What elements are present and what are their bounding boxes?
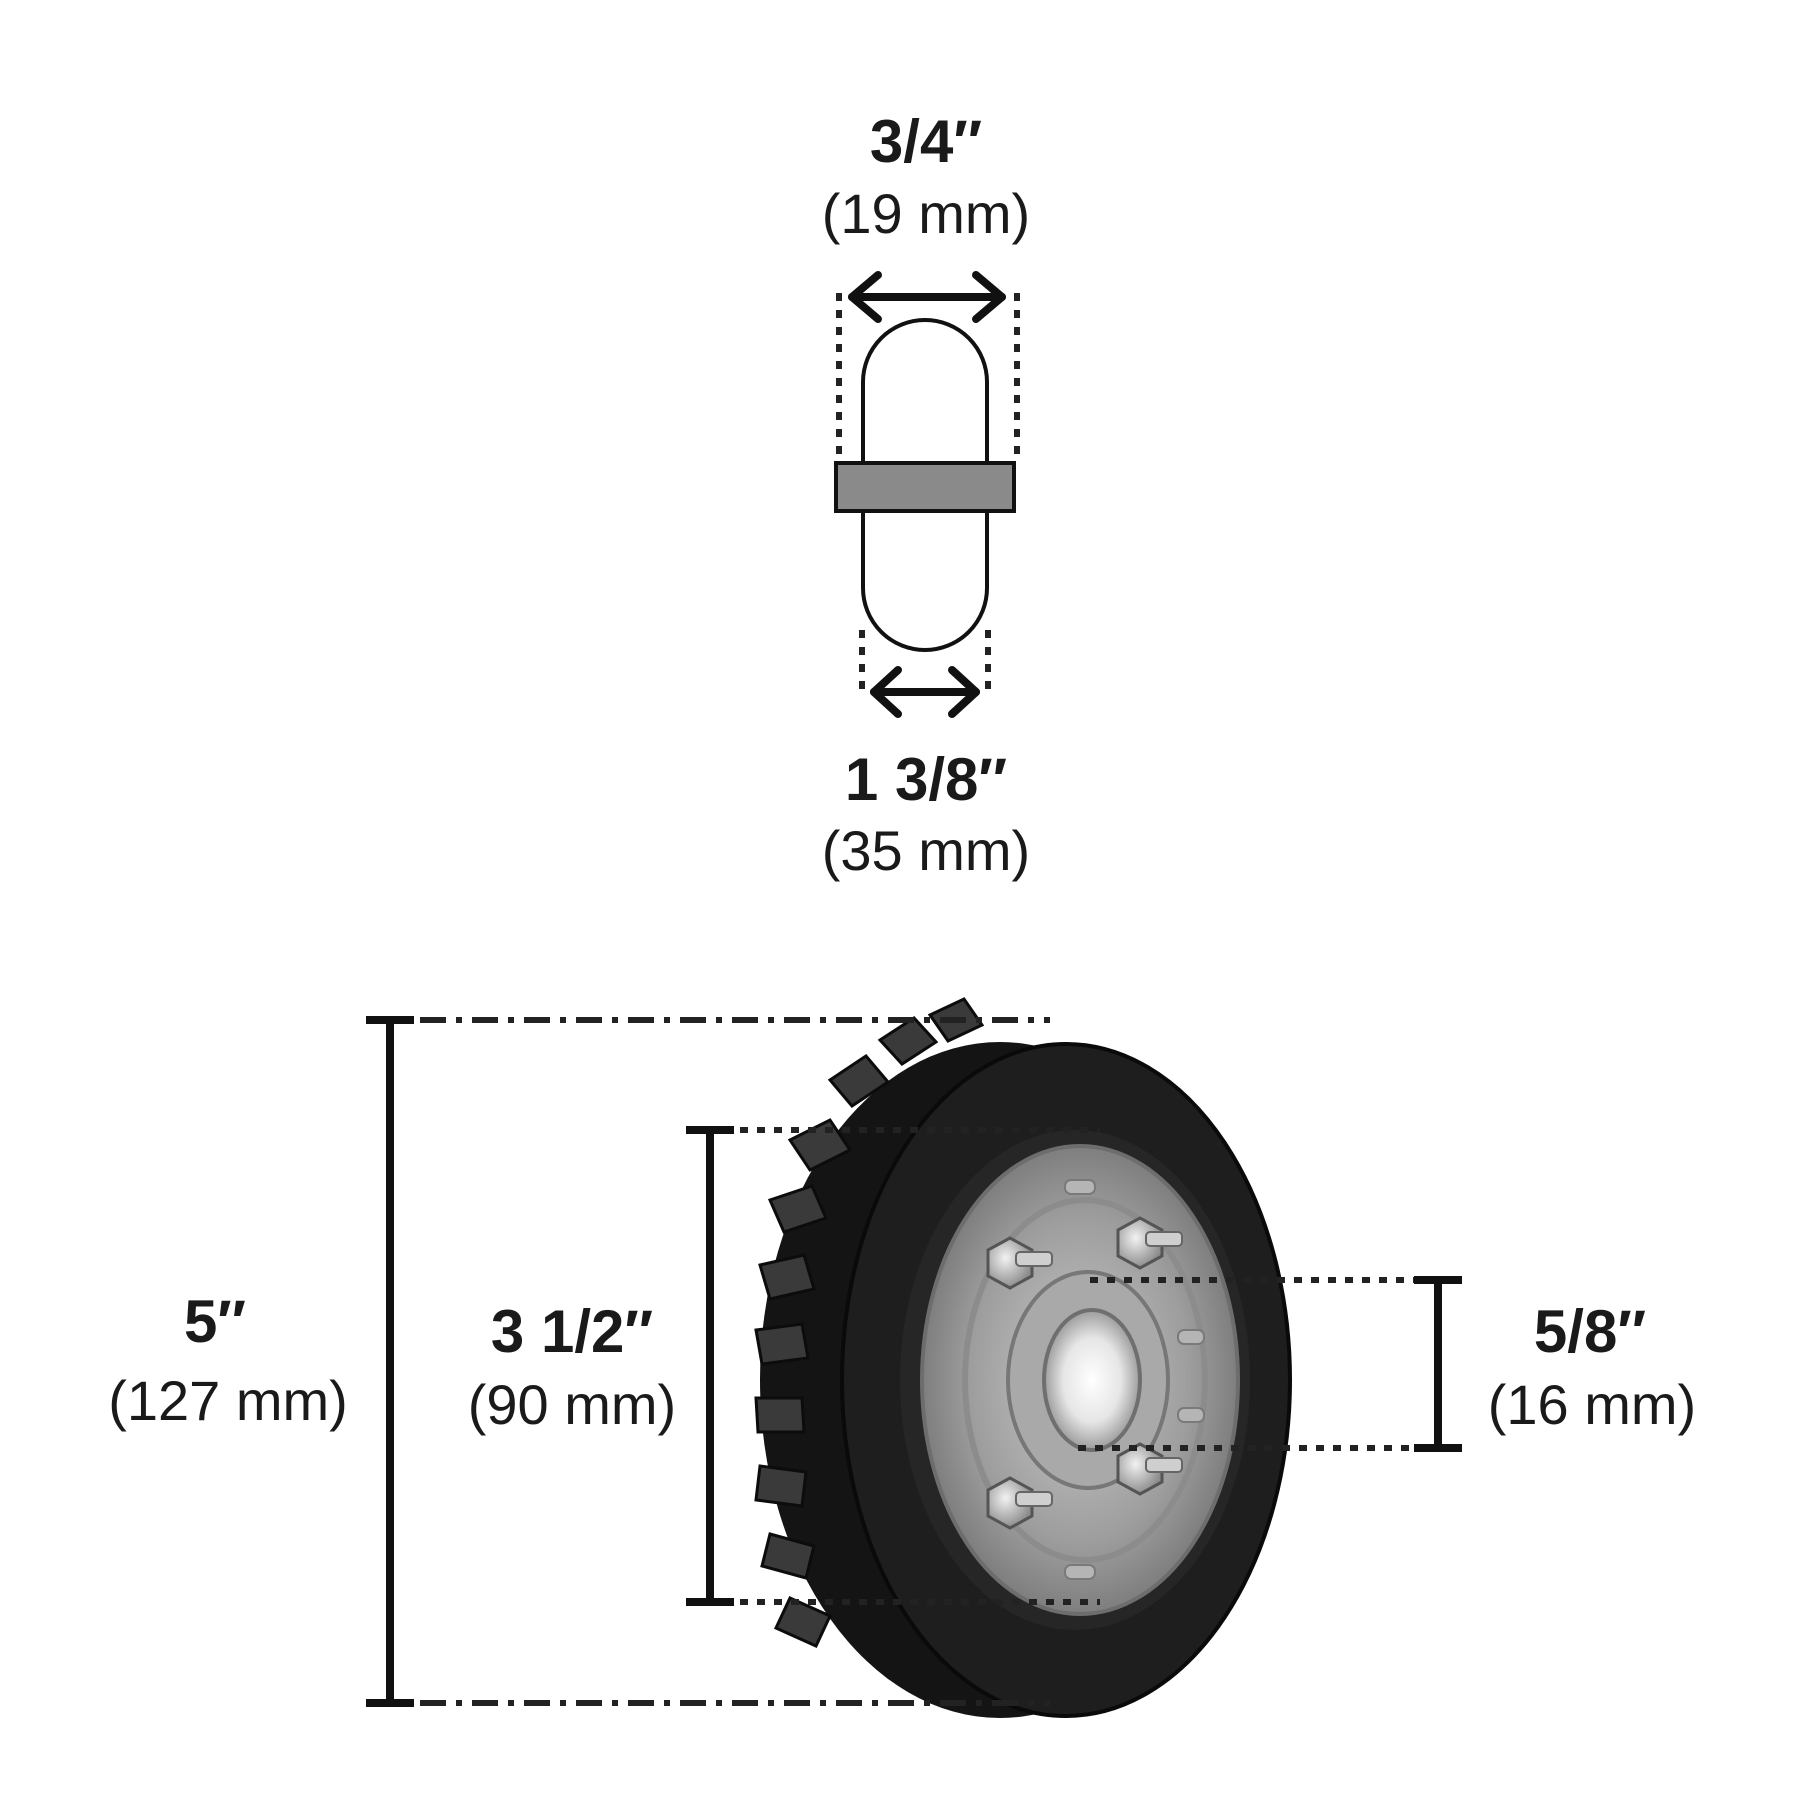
rim-diameter-inch: 3 1/2″ [491,1298,653,1365]
outer-diameter-dimension: 5″ (127 mm) [108,1016,1050,1707]
bore-diameter-mm: (16 mm) [1488,1373,1696,1436]
bore-diameter-dimension: 5/8″ (16 mm) [1078,1276,1696,1452]
bore-hole [1042,1308,1142,1452]
nut-icon [1116,1216,1183,1270]
nut-icon [986,1236,1053,1290]
outer-diameter-mm: (127 mm) [108,1369,348,1432]
rim-diameter-dimension: 3 1/2″ (90 mm) [468,1126,1100,1606]
bolt-nuts [986,1216,1183,1530]
tread-width-inch: 3/4″ [870,108,982,175]
bore-diameter-inch: 5/8″ [1534,1298,1646,1365]
tread-width-mm: (19 mm) [822,182,1030,245]
nut-icon [986,1476,1053,1530]
hub-width-mm: (35 mm) [822,819,1030,882]
wheel-side-profile-icon [834,318,1016,652]
hub-band [834,461,1016,513]
tread-width-dimension: 3/4″ (19 mm) [822,108,1030,458]
hub-width-inch: 1 3/8″ [845,746,1007,813]
nut-icon [1116,1442,1183,1496]
hub-width-dimension: 1 3/8″ (35 mm) [822,630,1030,882]
outer-diameter-inch: 5″ [184,1288,246,1355]
wheel-front-photo-icon [754,997,1292,1718]
double-arrow-icon [848,271,1006,323]
rim-diameter-mm: (90 mm) [468,1373,676,1436]
double-arrow-icon [870,666,980,718]
